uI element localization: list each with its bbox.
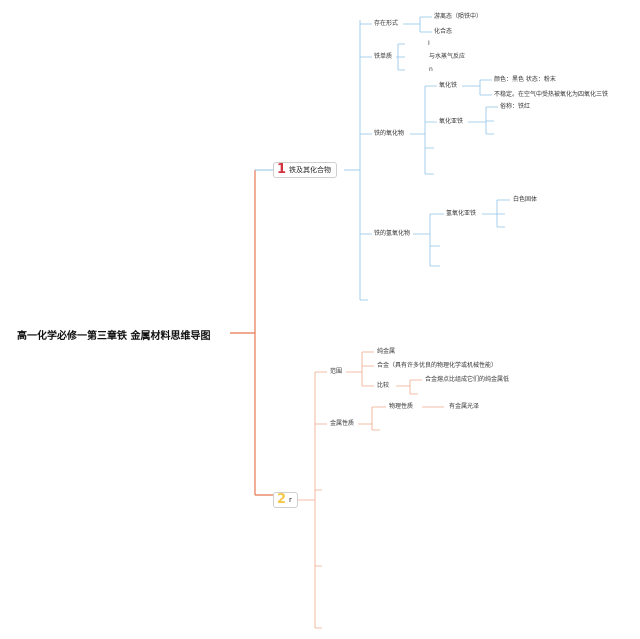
topic-compare-detail[interactable]: 合金熔点比组成它们的纯金属低 xyxy=(425,376,510,383)
topic-steam-reaction[interactable]: 与水蒸气反应 xyxy=(429,53,466,60)
topic-scope[interactable]: 范围 xyxy=(330,368,343,375)
topic-iron-oxides[interactable]: 铁的氧化物 xyxy=(374,130,405,137)
topic-iron-hydroxides[interactable]: 铁的氢氧化物 xyxy=(374,230,411,237)
topic-alloy[interactable]: 合金（具有许多优良的物理化学或机械性能） xyxy=(377,362,498,369)
topic-existence[interactable]: 存在形式 xyxy=(374,20,399,27)
topic-iron-element[interactable]: 铁单质 xyxy=(374,53,393,60)
topic-element-item-3[interactable]: n xyxy=(429,66,433,73)
topic-free-state[interactable]: 游离态（陨铁中） xyxy=(434,13,483,20)
topic-feo-instability[interactable]: 不稳定。在空气中受热被氧化为四氧化三铁 xyxy=(494,91,609,98)
branch-topic-1[interactable]: 1 铁及其化合物 xyxy=(273,162,338,178)
branch-topic-2[interactable]: 2 r xyxy=(273,492,298,508)
branch-number-1: 1 xyxy=(277,162,287,177)
topic-compare[interactable]: 比较 xyxy=(377,382,390,389)
topic-combined-state[interactable]: 化合态 xyxy=(434,28,453,35)
topic-physical-properties[interactable]: 物理性质 xyxy=(389,403,414,410)
topic-feoh2[interactable]: 氢氧化亚铁 xyxy=(446,210,477,217)
topic-pure-metal[interactable]: 纯金属 xyxy=(377,348,396,355)
topic-feo-color-state[interactable]: 颜色：黑色 状态：粉末 xyxy=(494,76,556,83)
root-topic[interactable]: 高一化学必修一第三章铁 金属材料思维导图 xyxy=(17,331,211,342)
topic-white-solid[interactable]: 白色固体 xyxy=(513,196,538,203)
branch-number-2: 2 xyxy=(277,492,287,507)
branch-label-1: 铁及其化合物 xyxy=(289,166,332,174)
branch-label-2: r xyxy=(289,496,292,504)
topic-fe2o3[interactable]: 氧化亚铁 xyxy=(439,118,464,125)
topic-metallic-luster[interactable]: 有金属光泽 xyxy=(449,403,480,410)
topic-feo[interactable]: 氧化铁 xyxy=(439,82,458,89)
topic-fe2o3-common-name[interactable]: 俗称：铁红 xyxy=(500,103,531,110)
topic-metal-properties[interactable]: 金属性质 xyxy=(330,420,355,427)
topic-element-item-1[interactable]: I xyxy=(428,40,430,47)
